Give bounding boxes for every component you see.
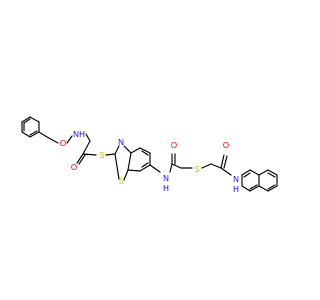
bond-30: [149, 164, 161, 173]
thiazole-nitrogen-label: N: [118, 138, 124, 147]
bond-27: [127, 169, 141, 172]
bond-21: [127, 152, 132, 171]
amide-hydrogen-mid-label: H: [163, 184, 169, 193]
bond-3: [29, 131, 40, 138]
bond-49: [258, 169, 269, 176]
bond-39: [223, 155, 228, 169]
bond-12: [85, 133, 91, 142]
bond-22: [123, 169, 129, 181]
bond-54: [267, 172, 276, 178]
bond-0: [21, 116, 31, 123]
bond-41: [241, 169, 251, 176]
bond-52: [267, 185, 278, 192]
molecule-structure-diagram: O O N H S N S N H O S O N H: [21, 116, 278, 194]
bond-14: [76, 153, 84, 164]
amide-oxygen-mid-label: O: [171, 141, 177, 150]
bond-48: [249, 184, 258, 190]
bond-24: [139, 147, 151, 154]
bond-17: [105, 153, 116, 156]
amide-nitrogen-left-label: N: [73, 130, 79, 139]
bond-15: [78, 154, 86, 165]
bond-50: [267, 169, 278, 176]
bond-44: [249, 185, 260, 192]
bond-28: [141, 150, 149, 156]
amide-hydrogen-left-label: H: [79, 130, 85, 139]
bond-layer: [21, 116, 278, 192]
bond-34: [171, 163, 182, 169]
bond-10: [46, 136, 59, 144]
bond-13: [82, 140, 91, 155]
bond-29: [141, 162, 149, 168]
bond-26: [139, 164, 151, 172]
thiazole-sulfur-label: S: [118, 177, 123, 186]
bond-9: [38, 131, 48, 138]
amide-oxygen-right-label: O: [223, 141, 229, 150]
bond-20: [123, 145, 132, 154]
amide-oxygen-left-label: O: [71, 163, 77, 172]
amide-nitrogen-right-label: N: [233, 175, 239, 184]
bond-53: [258, 185, 269, 192]
bond-16: [82, 153, 97, 156]
amide-nitrogen-mid-label: N: [163, 174, 169, 183]
bond-40: [220, 167, 232, 176]
bond-19: [114, 153, 120, 180]
bond-36: [201, 163, 212, 169]
thioether-sulfur-left-label: S: [99, 151, 104, 160]
amide-hydrogen-right-label: H: [233, 185, 239, 194]
bond-11: [66, 135, 73, 144]
bond-42: [249, 169, 260, 176]
bond-45: [241, 185, 251, 192]
bond-7: [29, 130, 38, 136]
thioether-sulfur-right-label: S: [194, 165, 199, 174]
bond-18: [114, 145, 120, 155]
bond-55: [267, 184, 276, 190]
ether-oxygen-label: O: [60, 139, 66, 148]
bond-23: [130, 147, 141, 154]
bond-1: [29, 116, 40, 123]
bond-37: [210, 163, 222, 169]
bond-6: [23, 118, 31, 124]
bond-31: [169, 163, 173, 173]
bond-4: [21, 131, 31, 138]
bond-47: [243, 172, 251, 178]
bond-38: [220, 154, 225, 169]
